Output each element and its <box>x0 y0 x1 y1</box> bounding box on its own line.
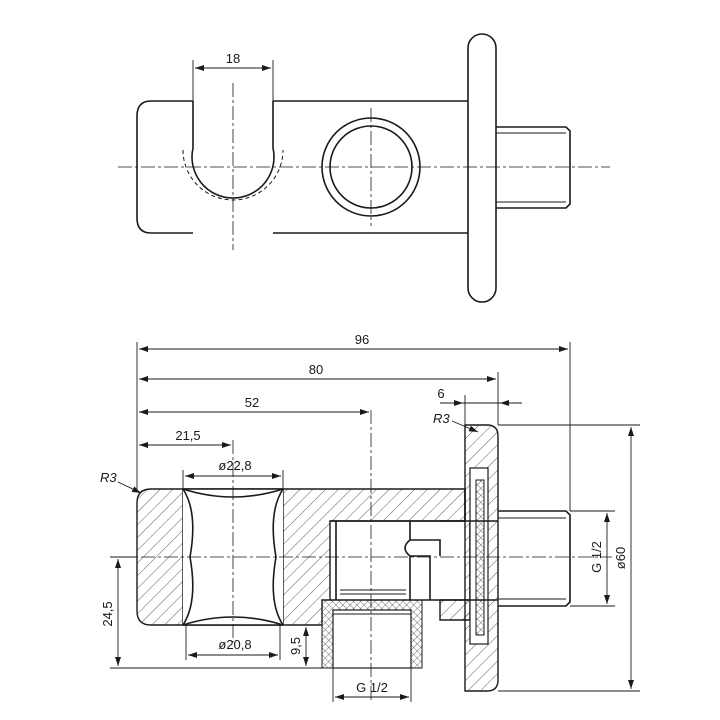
dimension-label-r3-body: R3 <box>100 470 117 485</box>
dimension-label-d22-8: ø22,8 <box>218 458 251 473</box>
dimension-label-24-5: 24,5 <box>100 601 115 626</box>
section-valve-cartridge <box>330 520 465 601</box>
dimension-label-g12-bottom: G 1/2 <box>356 680 388 695</box>
dimension-label-6: 6 <box>437 386 444 401</box>
dimension-label-96: 96 <box>355 332 369 347</box>
dimension-label-18: 18 <box>226 51 240 66</box>
dimension-label-80: 80 <box>309 362 323 377</box>
dimension-label-d20-8: ø20,8 <box>218 637 251 652</box>
dimension-label-d60: ø60 <box>613 547 628 569</box>
section-gasket <box>475 479 485 636</box>
section-dimensions: 96 80 52 21,5 6 R3 R3 ø22,8 ø20,8 24,5 <box>100 332 640 702</box>
top-view-threaded-outlet <box>496 126 571 209</box>
section-threaded-outlet <box>498 510 571 607</box>
dimension-label-21-5: 21,5 <box>175 428 200 443</box>
dimension-label-52: 52 <box>245 395 259 410</box>
section-view <box>118 410 612 700</box>
top-view-flange <box>467 33 497 303</box>
dimension-label-9-5: 9,5 <box>288 637 303 655</box>
top-view: 18 <box>118 33 610 303</box>
dimension-label-g12-right: G 1/2 <box>589 541 604 573</box>
dimension-label-r3-flange: R3 <box>433 411 450 426</box>
